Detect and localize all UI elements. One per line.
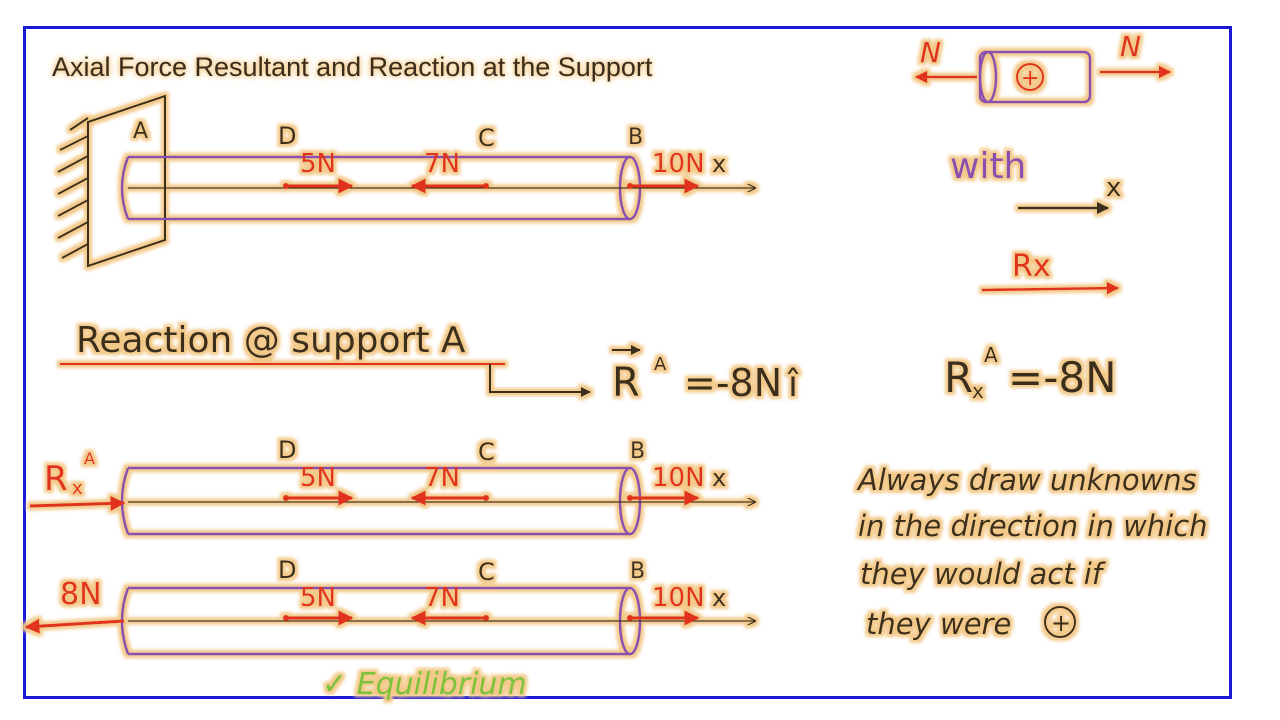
reaction-scalar-sub: x [972,379,984,403]
reaction-scalar-value: =-8N [1008,353,1117,402]
unit-vector-i: î [787,364,799,405]
load-c: 7N [424,149,460,179]
load-b-3: 10N [652,583,705,613]
axis-x: x [712,150,726,178]
force-n-left: N [920,36,941,69]
equilibrium-check: ✓ Equilibrium [322,667,527,702]
axis-x-2: x [712,464,726,492]
bar-2 [29,466,755,536]
bar-3 [24,586,755,656]
note-plus: + [1051,609,1071,637]
unknown-sup: A [84,449,95,468]
bar-1 [120,155,755,221]
label-c: C [478,124,495,152]
load-d: 5N [300,149,336,179]
reaction-vector-sup: A [654,354,667,375]
label-b: B [628,125,643,150]
label-a: A [133,119,148,144]
load-c-2: 7N [424,463,460,493]
reaction-8n: 8N [60,577,102,612]
unknown-reaction-label: R A x [44,449,95,499]
page-title: Axial Force Resultant and Reaction at th… [52,52,653,82]
label-d-3: D [278,556,296,584]
label-c-2: C [478,438,495,466]
load-b: 10N [652,149,705,179]
label-b-3: B [630,559,645,584]
load-d-3: 5N [300,583,336,613]
note-line-3: they would act if [860,557,1106,591]
rx-label: Rx [1012,249,1051,284]
force-n-right: N [1120,30,1141,63]
note-line-1: Always draw unknowns [856,463,1197,497]
reaction-heading: Reaction @ support A [76,320,466,361]
with-label: with [950,146,1026,187]
sign-plus: + [1021,66,1039,91]
reaction-scalar-expression: R A x =-8N [944,343,1117,403]
reaction-scalar-sup: A [984,343,998,367]
wall-support [57,94,166,268]
label-d: D [278,122,296,150]
reaction-vector-r: R [612,360,640,406]
load-b-2: 10N [652,463,705,493]
label-c-3: C [478,558,495,586]
label-d-2: D [278,436,296,464]
note-line-2: in the direction in which [858,509,1208,543]
note-text: Always draw unknowns in the direction in… [856,463,1208,641]
unknown-sub: x [72,478,83,499]
reaction-vector-expression: R A =-8N î [612,345,799,406]
axis-x-3: x [712,584,726,612]
label-b-2: B [630,439,645,464]
note-line-4: they were [866,607,1011,641]
load-d-2: 5N [300,463,336,493]
with-axis-x: x [1106,173,1121,203]
reaction-scalar-r: R [944,353,973,402]
load-c-3: 7N [424,583,460,613]
reaction-vector-value: =-8N [684,361,782,405]
unknown-r: R [44,459,68,499]
board-frame [23,26,1232,699]
sign-convention [914,50,1172,104]
